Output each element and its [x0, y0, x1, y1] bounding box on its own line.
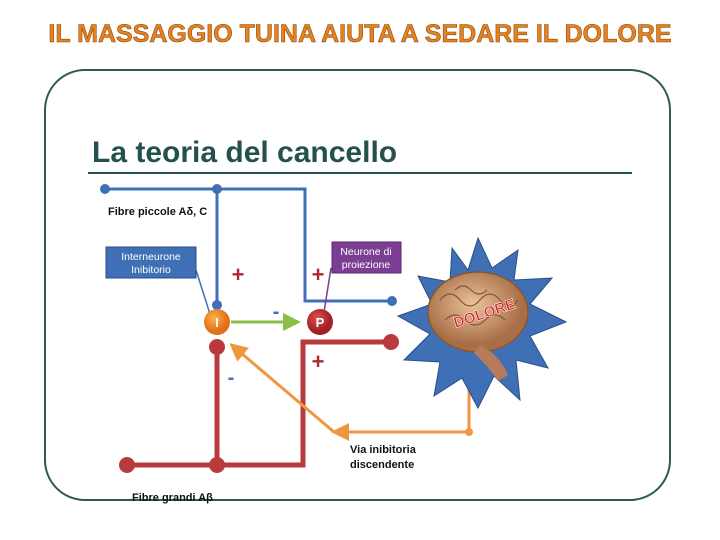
interneuron-callout [105, 246, 197, 279]
plus-sign: + [312, 349, 325, 374]
brain-folds [439, 285, 519, 326]
small-fibers-pathway [105, 187, 392, 305]
plus-sign: + [232, 262, 245, 287]
projection-callout-line [323, 267, 332, 313]
inhibitory-node-label: I [215, 315, 219, 330]
interneuron-label-line2: Inibitorio [131, 264, 171, 276]
descending-corner-dot [465, 428, 473, 436]
header-title: IL MASSAGGIO TUINA AIUTA A SEDARE IL DOL… [48, 20, 671, 48]
inhibitory-interneuron-node [204, 309, 230, 335]
projection-label-line1: Neurone di [340, 246, 391, 258]
minus-sign: - [273, 301, 280, 323]
projection-label-line2: proiezione [342, 259, 391, 271]
interneuron-callout-line [195, 269, 211, 315]
interneuron-label-line1: Interneurone [121, 251, 181, 263]
descending-label-line1: Via inibitoria [350, 444, 417, 456]
projection-neuron-node [307, 309, 333, 335]
projection-callout [331, 241, 402, 274]
large-fibers-dots [119, 334, 399, 473]
projection-node-label: P [316, 315, 325, 330]
small-fibers-label: Fibre piccole Aδ, C [108, 206, 207, 218]
slide-title: La teoria del cancello [92, 136, 397, 169]
brainstem-icon [474, 345, 508, 381]
descending-label-line2: discendente [350, 459, 414, 471]
plus-sign: + [312, 262, 325, 287]
small-fibers-dots [100, 184, 397, 310]
minus-sign: - [228, 367, 235, 389]
slide-frame [44, 69, 671, 501]
large-fibers-label: Fibre grandi Aβ [132, 492, 213, 504]
